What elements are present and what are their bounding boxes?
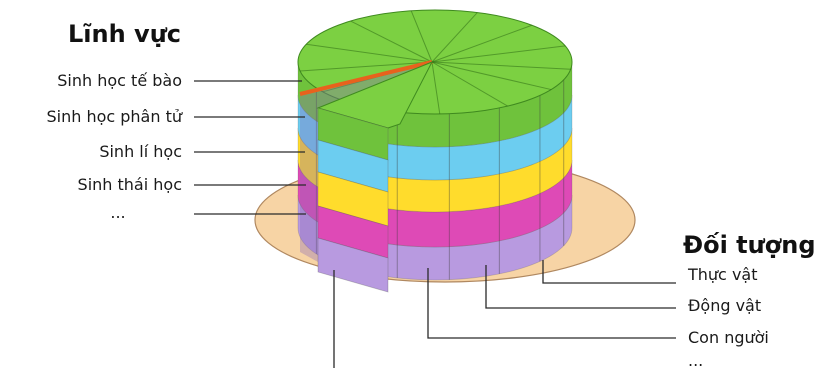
right-heading: Đối tượng bbox=[683, 231, 816, 259]
right-item-3: Con người bbox=[688, 328, 769, 347]
left-item-3: Sinh lí học bbox=[99, 142, 182, 161]
left-item-4: Sinh thái học bbox=[78, 175, 182, 194]
left-item-1: Sinh học tế bào bbox=[57, 71, 182, 90]
left-heading: Lĩnh vực bbox=[68, 20, 181, 48]
right-item-4: ... bbox=[688, 351, 703, 368]
right-item-1: Thực vật bbox=[687, 265, 757, 284]
right-item-2: Động vật bbox=[688, 296, 761, 315]
left-item-5: ... bbox=[110, 203, 125, 222]
left-item-2: Sinh học phân tử bbox=[46, 107, 182, 126]
